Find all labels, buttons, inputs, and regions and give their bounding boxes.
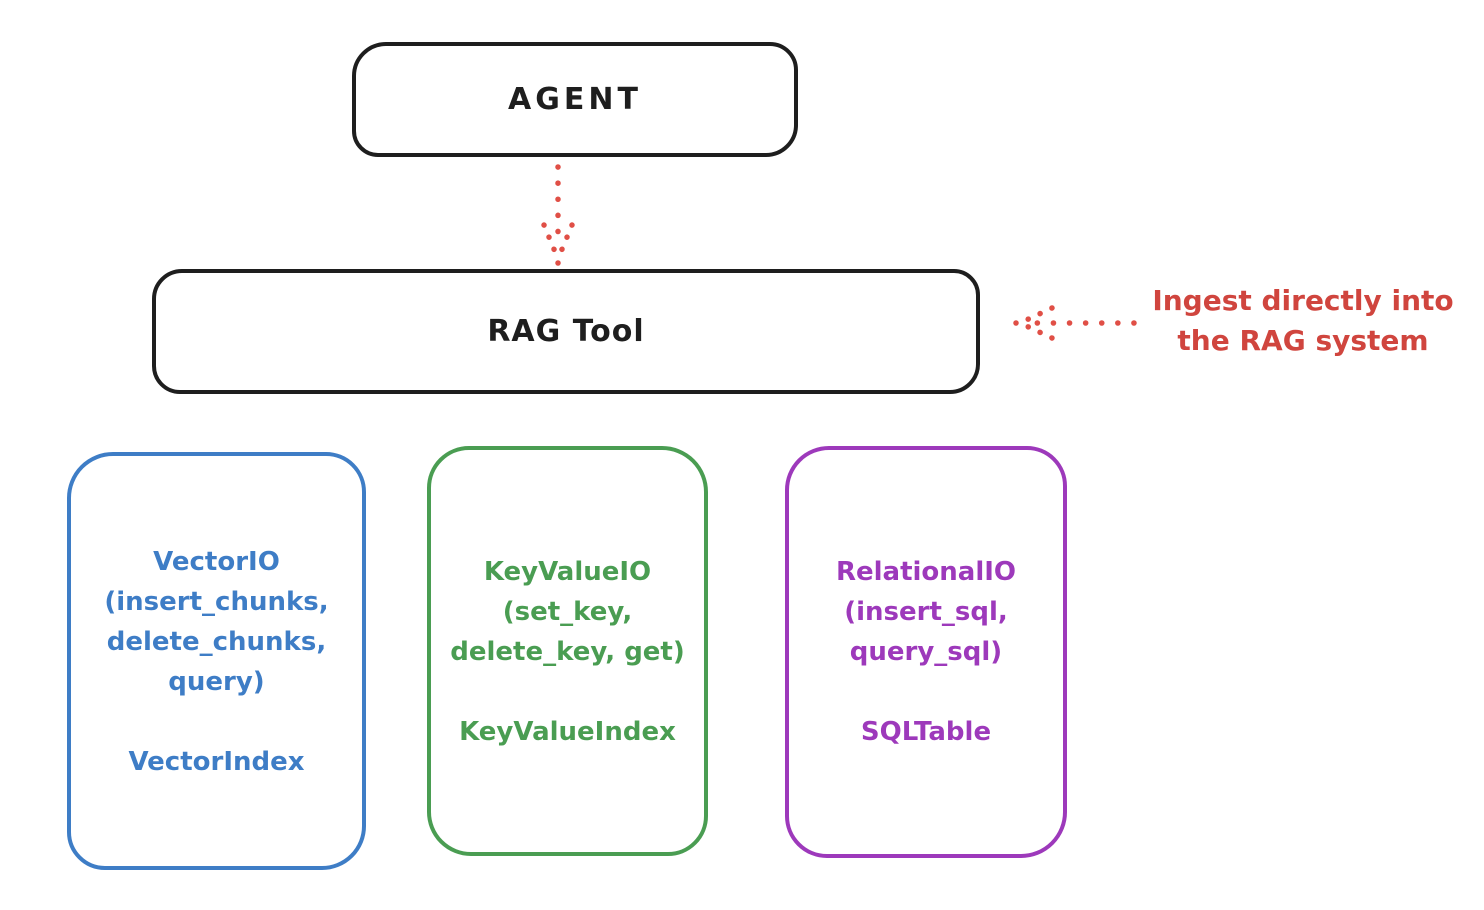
keyvalueio-title: KeyValueIO (483, 557, 652, 587)
keyvalueio-methods-line2: delete_key, get) (450, 637, 685, 667)
relationalio-methods-line1: (insert_sql, (844, 597, 1008, 627)
vectorio-methods-line3: query) (168, 667, 265, 697)
vectorio-methods-line2: delete_chunks, (106, 627, 327, 657)
relationalio-index-label: SQLTable (860, 717, 992, 747)
annotation-arrow-icon (1013, 305, 1137, 341)
vectorio-box: VectorIO (insert_chunks, delete_chunks, … (67, 452, 366, 870)
agent-to-rag-arrow-icon (541, 164, 575, 266)
relationalio-methods-line2: query_sql) (849, 637, 1003, 667)
rag-tool-label: RAG Tool (487, 314, 645, 349)
ingest-annotation-line1: Ingest directly into (1152, 284, 1454, 317)
ingest-annotation-line2: the RAG system (1177, 324, 1429, 357)
vectorio-index-label: VectorIndex (128, 747, 305, 777)
agent-box: AGENT (352, 42, 798, 157)
vectorio-title: VectorIO (153, 547, 280, 577)
ingest-annotation: Ingest directly into the RAG system (1128, 281, 1478, 361)
agent-label: AGENT (508, 82, 642, 117)
keyvalueio-box: KeyValueIO (set_key, delete_key, get) Ke… (427, 446, 708, 856)
rag-tool-box: RAG Tool (152, 269, 980, 394)
keyvalueio-methods-line1: (set_key, (502, 597, 633, 627)
keyvalueio-index-label: KeyValueIndex (459, 717, 676, 747)
vectorio-methods-line1: (insert_chunks, (104, 587, 329, 617)
relationalio-box: RelationalIO (insert_sql, query_sql) SQL… (785, 446, 1067, 858)
relationalio-title: RelationalIO (835, 557, 1017, 587)
